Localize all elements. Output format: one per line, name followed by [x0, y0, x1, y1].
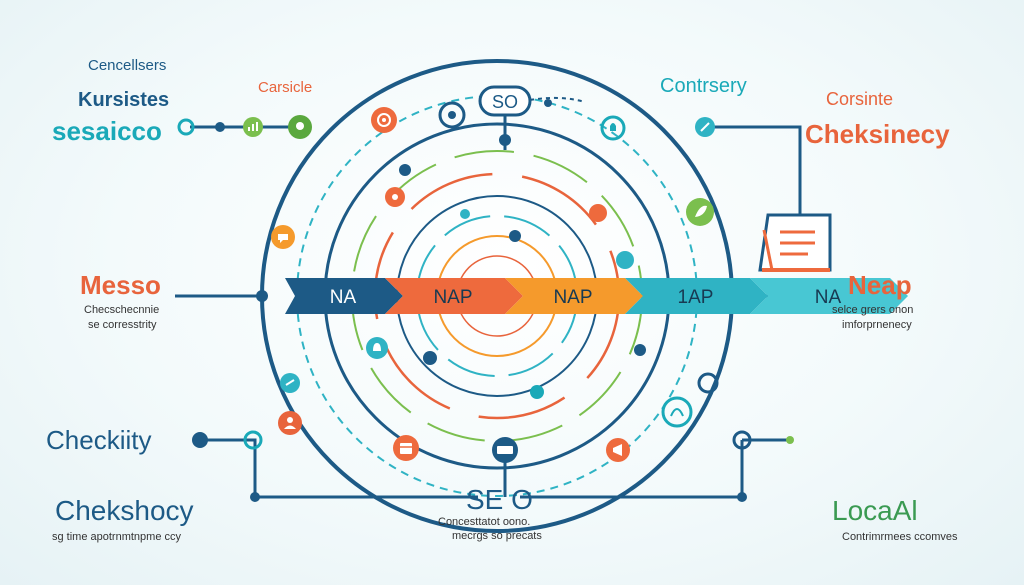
flag-icon [616, 251, 634, 269]
top-left-label-1: Cencellsers [88, 57, 167, 74]
pin-icon [288, 115, 312, 139]
node-top-center [499, 134, 511, 146]
star-icon [385, 187, 405, 207]
so-badge-text: SO [492, 92, 518, 112]
arrow-segment-label-4: 1AP [678, 287, 714, 308]
globe-icon [661, 396, 693, 428]
bottom-left-label-1: Checkiity [46, 425, 152, 455]
node-low-left-2 [243, 430, 263, 450]
compass-icon [695, 117, 715, 137]
left-mid-title: Messo [80, 270, 161, 300]
arrow-segment-label-1: NA [330, 287, 357, 308]
right-mid-sub-2: imforprnenecy [842, 319, 912, 331]
person-icon [278, 411, 302, 435]
node-tl-2 [215, 122, 225, 132]
megaphone-icon [606, 438, 630, 462]
node-tl-1 [177, 118, 195, 136]
node-scatter-5 [697, 372, 719, 394]
top-center-left-label: Carsicle [258, 79, 313, 96]
right-mid-title: Neap [848, 270, 912, 300]
node-scatter-6 [509, 230, 521, 242]
node-low-right-3 [737, 492, 747, 502]
leaf-icon [686, 198, 714, 226]
arrow-segment-2 [385, 278, 523, 314]
left-mid-sub-2: se corresstrity [88, 319, 157, 331]
node-left-mid [256, 290, 268, 302]
node-scatter-2 [423, 351, 437, 365]
arrow-segment-3 [505, 278, 643, 314]
right-mid-sub-1: selce grers onon [832, 304, 914, 316]
keyboard-icon [492, 437, 518, 463]
arrow-segment-5 [750, 278, 908, 314]
top-left-label-3: sesaicco [52, 116, 162, 146]
target-icon [371, 107, 397, 133]
left-mid-sub-1: Checschecnnie [84, 304, 160, 316]
node-scatter-3 [530, 385, 544, 399]
node-low-right-2 [786, 436, 794, 444]
bottom-right-title: LocaAl [832, 495, 918, 526]
share-icon [280, 373, 300, 393]
arrow-segment-label-2: NAP [433, 287, 472, 308]
node-scatter-7 [460, 209, 470, 219]
node-scatter-1 [399, 164, 411, 176]
connector-left-low [200, 438, 478, 499]
bottom-right-sub: Contrimrmees ccomves [842, 531, 958, 543]
top-right-label-1: Contrsery [660, 75, 747, 97]
top-right-label-3: Cheksinecy [805, 119, 950, 149]
bell-icon [366, 337, 388, 359]
dashed-lead-top [529, 96, 586, 103]
bottom-left-sub: sg time apotrnmtnpme ccy [52, 531, 181, 543]
top-right-label-2: Corsinte [826, 89, 894, 109]
bottom-center-sub-1: Concesttatot oono. [438, 516, 531, 528]
node-low-right-1 [732, 430, 752, 450]
node-low-left-3 [250, 492, 260, 502]
calendar-icon [393, 435, 419, 461]
arrow-segment-4 [625, 278, 768, 314]
tag-icon [589, 204, 607, 222]
node-scatter-4 [634, 344, 646, 356]
bottom-center-title: SE O [466, 484, 533, 515]
arrow-segment-label-5: NA [815, 287, 842, 308]
bulb-icon [600, 115, 626, 141]
node-scatter-8 [544, 99, 552, 107]
gear-icon [438, 101, 466, 129]
chat-icon [271, 225, 295, 249]
connector-top-right [705, 125, 802, 215]
icon-circles [243, 101, 715, 463]
nap-arrow-band: NA NAP NAP 1AP NA [285, 278, 908, 314]
node-low-left-1 [192, 432, 208, 448]
arrow-segment-1 [285, 278, 403, 314]
document-icon [758, 213, 832, 272]
top-left-label-2: Kursistes [78, 89, 170, 111]
bottom-center-sub-2: mecrgs so precats [452, 530, 542, 542]
so-badge: SO [478, 85, 532, 117]
arrow-segment-label-3: NAP [553, 287, 592, 308]
chart-icon [243, 117, 263, 137]
bottom-left-label-2: Chekshocy [55, 495, 194, 526]
